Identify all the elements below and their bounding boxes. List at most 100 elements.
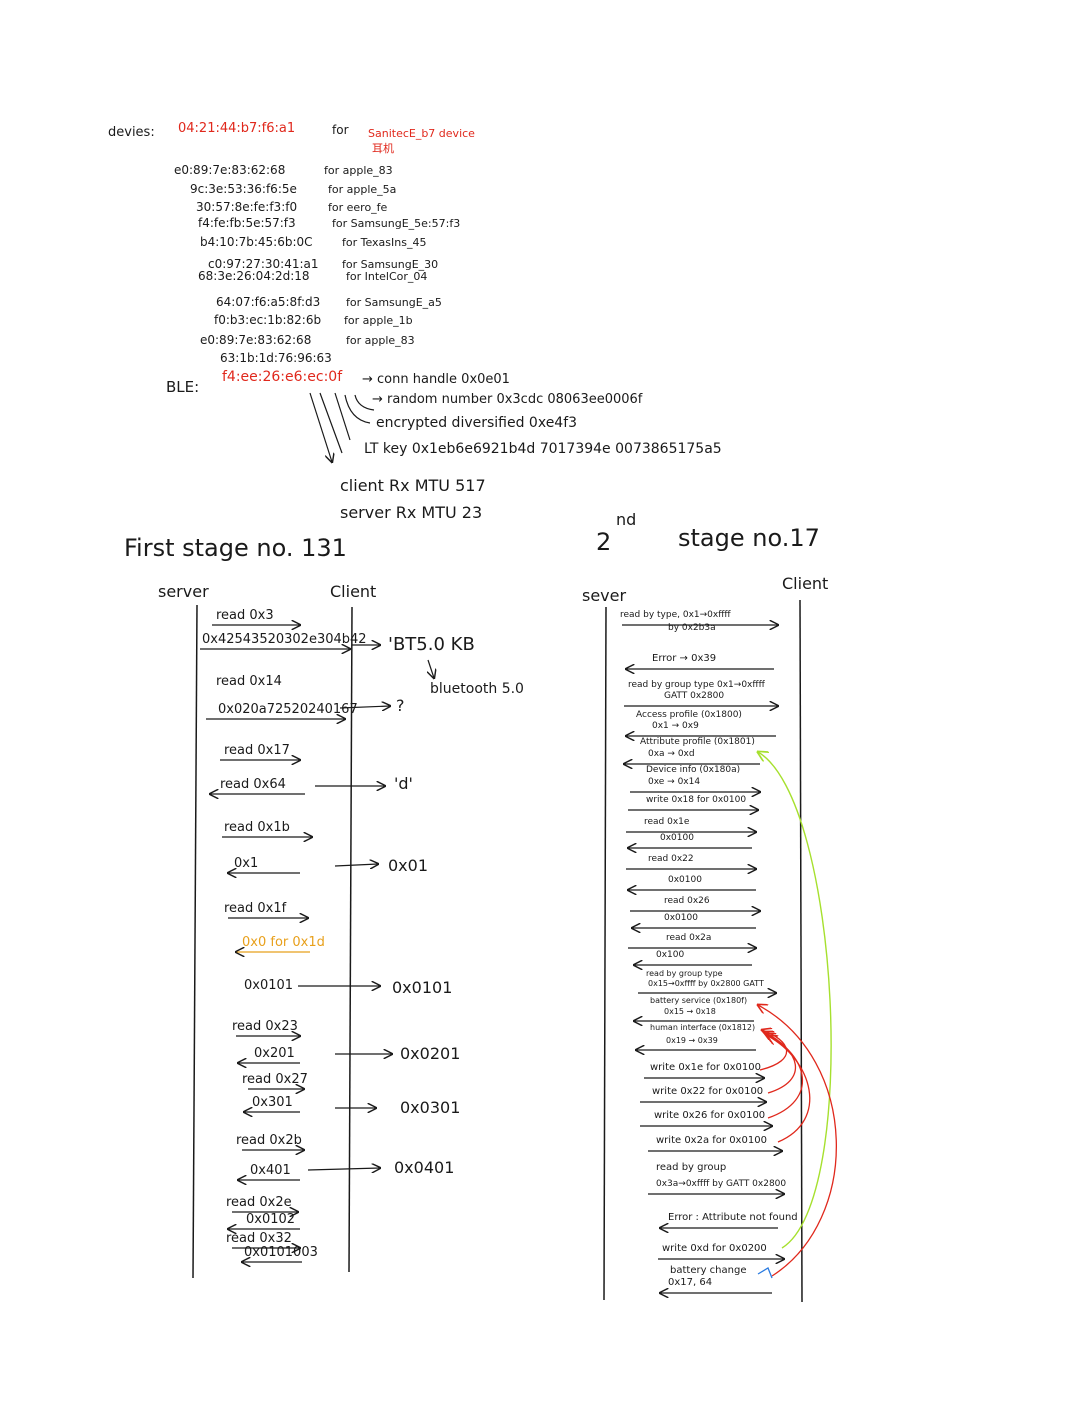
decoded-0x01: 0x01	[388, 856, 429, 875]
stage2-message-label: 0xa → 0xd	[648, 749, 695, 759]
stage2-message-label: write 0x22 for 0x0100	[652, 1086, 764, 1097]
device-label: for apple_1b	[344, 314, 413, 327]
stage2-message-label: write 0xd for 0x0200	[662, 1243, 767, 1254]
stage2-message-label: 0x17, 64	[668, 1277, 713, 1288]
stage1-message-label: read 0x1b	[224, 820, 290, 835]
ble-fan-line	[309, 392, 332, 462]
stage1-message-label: read 0x3	[216, 608, 274, 623]
stage1-message-label: 0x0102	[246, 1212, 296, 1227]
stage2-message-label: write 0x2a for 0x0100	[656, 1135, 767, 1146]
stage1-message-label: read 0x64	[220, 777, 286, 792]
target-mac: 04:21:44:b7:f6:a1	[178, 121, 296, 136]
ble-fan-line	[319, 392, 343, 454]
devices-label: devies:	[108, 125, 155, 140]
device-mac: 64:07:f6:a5:8f:d3	[216, 295, 321, 309]
stage2-message-label: Error : Attribute not found	[668, 1212, 798, 1223]
stage1-server-label: server	[158, 582, 209, 601]
stage1-message-label: 0x401	[250, 1163, 291, 1178]
stage2-message-label: read by group	[656, 1162, 727, 1173]
device-mac: e0:89:7e:83:62:68	[174, 163, 286, 177]
red-link-curve	[760, 1030, 788, 1071]
stage2-message-label: write 0x1e for 0x0100	[650, 1062, 761, 1073]
device-mac: 9c:3e:53:36:f6:5e	[190, 182, 297, 196]
device-label: for TexasIns_45	[342, 236, 427, 249]
stage2-message-label: 0x0100	[660, 833, 694, 843]
stage1-message-label: 0x42543520302e304b42	[202, 632, 367, 647]
device-label: for SamsungE_30	[342, 258, 439, 271]
stage2-message-label: battery service (0x180f)	[650, 996, 748, 1005]
decoded-unknown: ?	[396, 696, 405, 715]
ble-detail: encrypted diversified 0xe4f3	[376, 415, 578, 431]
device-label: for apple_83	[324, 164, 393, 177]
ble-fan-line	[354, 394, 375, 411]
stage2-message-label: Error → 0x39	[652, 653, 717, 664]
device-label: for SamsungE_a5	[346, 296, 442, 309]
stage1-message-label: read 0x1f	[224, 901, 287, 916]
stage2-client-label: Client	[782, 574, 829, 593]
red-link-curve	[758, 1005, 837, 1277]
stage2-message-label: write 0x26 for 0x0100	[654, 1110, 766, 1121]
stage1-message-label: read 0x23	[232, 1019, 298, 1034]
stage1-client-label: Client	[330, 582, 377, 601]
stage1-message-label: 0x0 for 0x1d	[242, 935, 325, 950]
stage2-message-label: 0x19 → 0x39	[666, 1036, 718, 1045]
stage1-message-label: read 0x17	[224, 743, 290, 758]
ble-fan-line	[334, 392, 351, 441]
stage2-message-label: 0x1 → 0x9	[652, 721, 699, 731]
stage2-title-num: 2	[596, 528, 612, 556]
decoded-bluetooth: bluetooth 5.0	[430, 681, 524, 697]
device-mac: f4:fe:fb:5e:57:f3	[198, 216, 296, 230]
ble-detail: → random number 0x3cdc 08063ee0006f	[372, 392, 643, 407]
stage2-message-label: read by group type	[646, 969, 723, 978]
device-mac: f0:b3:ec:1b:82:6b	[214, 313, 322, 327]
stage2-message-label: GATT 0x2800	[664, 691, 725, 701]
target-for: for	[332, 123, 349, 137]
client-mtu: client Rx MTU 517	[340, 476, 486, 495]
server-mtu: server Rx MTU 23	[340, 503, 483, 522]
ble-detail: → conn handle 0x0e01	[362, 372, 510, 387]
stage1-message-label: read 0x32	[226, 1231, 292, 1246]
green-link-curve	[758, 752, 832, 1249]
stage2-message-label: 0x15→0xffff by 0x2800 GATT	[648, 979, 764, 988]
decode-arrow	[307, 1168, 380, 1170]
stage2-message-label: 0xe → 0x14	[648, 777, 701, 787]
stage2-message-label: battery change	[670, 1265, 747, 1276]
stage2-message-label: Attribute profile (0x1801)	[640, 737, 755, 747]
device-mac: c0:97:27:30:41:a1	[208, 257, 319, 271]
stage2-message-label: human interface (0x1812)	[650, 1023, 756, 1032]
stage1-message-label: 0x201	[254, 1046, 295, 1061]
device-mac: 63:1b:1d:76:96:63	[220, 351, 332, 365]
stage1-message-label: 0x1	[234, 856, 259, 871]
device-label: for apple_83	[346, 334, 415, 347]
stage1-message-label: read 0x27	[242, 1072, 308, 1087]
stage2-message-label: read by type, 0x1→0xffff	[620, 610, 731, 620]
device-label: for eero_fe	[328, 201, 388, 214]
device-mac: b4:10:7b:45:6b:0C	[200, 235, 313, 249]
ble-label: BLE:	[166, 378, 200, 396]
decoded-0x0201: 0x0201	[400, 1044, 461, 1063]
stage2-message-label: 0x0100	[664, 913, 698, 923]
stage1-message-label: 0x0101	[244, 978, 294, 993]
stage2-message-label: write 0x18 for 0x0100	[646, 795, 747, 805]
stage2-message-label: read 0x22	[648, 854, 694, 864]
stage2-message-label: 0x15 → 0x18	[664, 1007, 716, 1016]
decode-arrow	[339, 706, 390, 708]
stage1-message-label: read 0x2e	[226, 1195, 292, 1210]
device-label: for apple_5a	[328, 183, 397, 196]
stage2-message-label: read 0x2a	[666, 933, 712, 943]
stage2-message-label: by 0x2b3a	[668, 623, 716, 633]
stage2-client-lifeline	[799, 599, 803, 1303]
stage2-server-lifeline	[603, 606, 607, 1301]
device-mac: 68:3e:26:04:2d:18	[198, 269, 310, 283]
device-label: for IntelCor_04	[346, 270, 428, 283]
ble-fan-line	[344, 394, 371, 424]
stage2-message-label: 0x0100	[668, 875, 702, 885]
stage1-server-lifeline	[192, 604, 198, 1279]
red-link-curve	[768, 1036, 811, 1143]
decode-arrow	[428, 659, 434, 678]
stage1-message-label: 0x0101003	[244, 1245, 318, 1260]
stage2-message-label: Device info (0x180a)	[646, 765, 741, 775]
stage2-message-label: read by group type 0x1→0xffff	[628, 680, 765, 690]
device-mac: e0:89:7e:83:62:68	[200, 333, 312, 347]
